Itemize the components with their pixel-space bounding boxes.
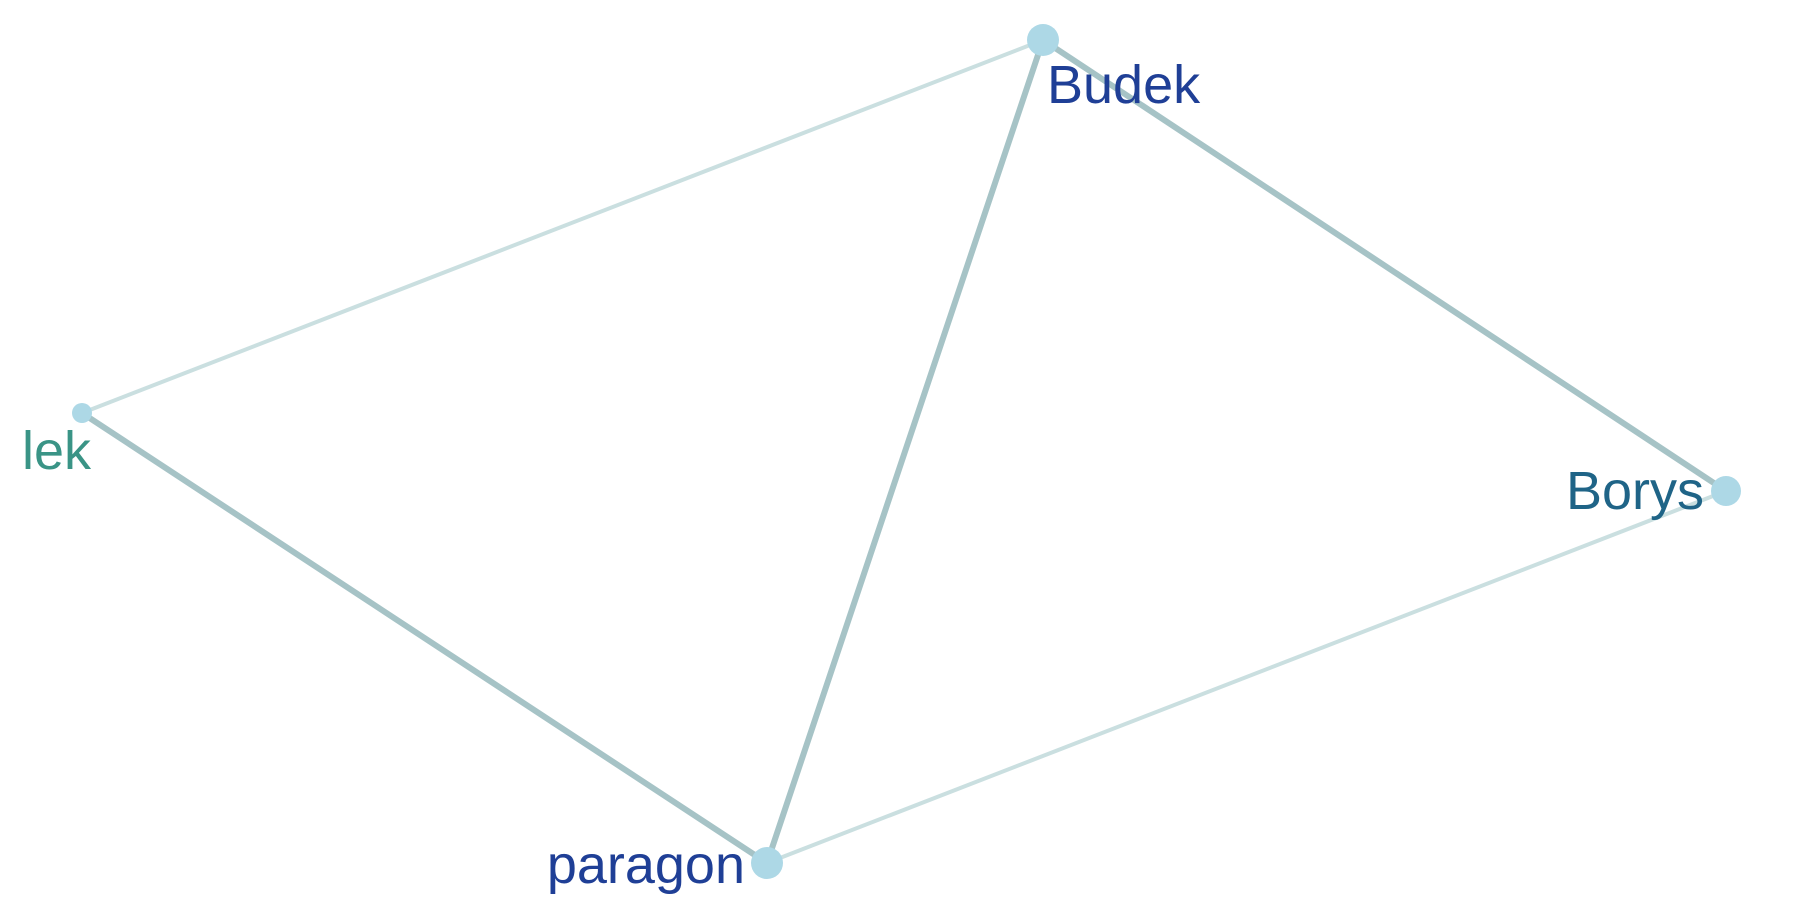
edge-budek-paragon — [764, 37, 1046, 866]
node-label-paragon: paragon — [547, 835, 745, 895]
node-label-lek: lek — [22, 421, 92, 481]
node-paragon[interactable] — [751, 847, 783, 879]
edge-lek-paragon — [79, 410, 770, 866]
node-label-budek: Budek — [1047, 55, 1201, 115]
node-lek[interactable] — [72, 403, 92, 423]
node-borys[interactable] — [1711, 476, 1741, 506]
nodes-layer — [72, 24, 1741, 879]
node-budek[interactable] — [1027, 24, 1059, 56]
edge-lek-budek — [80, 38, 1045, 415]
edge-budek-borys — [1040, 37, 1729, 494]
edges-layer — [79, 37, 1729, 866]
node-label-borys: Borys — [1566, 461, 1704, 521]
edge-paragon-borys — [765, 489, 1728, 865]
